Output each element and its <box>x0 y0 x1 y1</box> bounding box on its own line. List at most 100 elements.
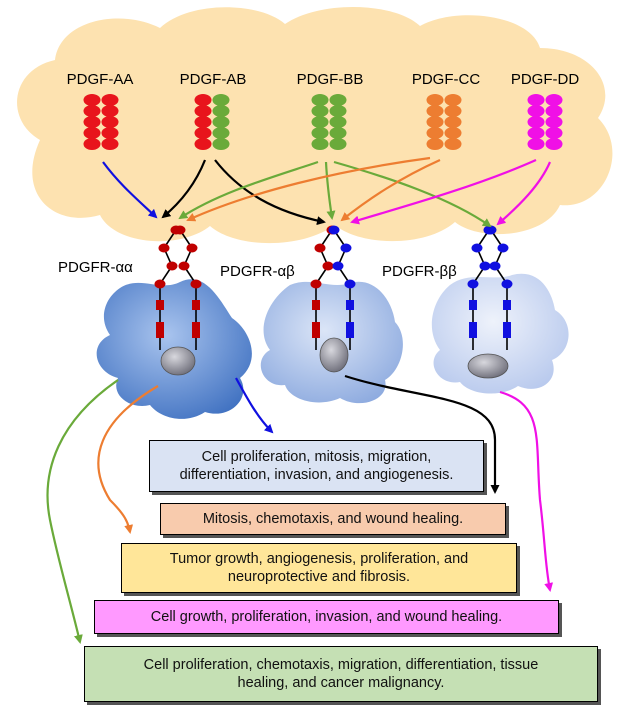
effect-arrows <box>46 374 554 644</box>
cell-pdgfr-bb <box>431 273 569 394</box>
ig-domain <box>154 279 166 289</box>
ig-domain <box>489 261 501 271</box>
ligand-bead <box>329 105 347 117</box>
ligand-bead <box>212 94 230 106</box>
kinase-domain <box>346 300 354 310</box>
ligand-bead <box>426 138 444 150</box>
ig-domain <box>501 279 513 289</box>
kinase-domain <box>503 300 511 310</box>
ligand-bead <box>444 94 462 106</box>
ligand-bead <box>311 105 329 117</box>
ligand-dimer-1 <box>83 94 119 150</box>
ligand-bead <box>527 94 545 106</box>
ligand-bead <box>444 138 462 150</box>
arrow-bb-to-aa <box>178 160 319 220</box>
ligand-bead <box>83 94 101 106</box>
ligand-bead <box>101 94 119 106</box>
kinase-domain <box>156 322 164 338</box>
ig-domain <box>314 243 326 253</box>
ig-domain <box>467 279 479 289</box>
ligand-bead <box>329 127 347 139</box>
kinase-domain <box>503 322 511 338</box>
ligand-dimer-2 <box>194 94 230 150</box>
ligand-bead <box>527 105 545 117</box>
receptor-label-bb: PDGFR-ββ <box>382 263 457 280</box>
ligand-bead <box>212 116 230 128</box>
arrow-bb-to-bb <box>333 160 492 228</box>
ig-domain <box>186 243 198 253</box>
arrow-aa-to-effect-3 <box>97 385 159 534</box>
effect-box-4: Cell growth, proliferation, invasion, an… <box>94 600 559 634</box>
ig-domain <box>174 225 186 235</box>
ligand-label-ab: PDGF-AB <box>180 71 247 88</box>
arrow-aa-to-aa <box>102 161 158 219</box>
ligand-bead <box>329 116 347 128</box>
ligand-bead <box>101 138 119 150</box>
receptor-chain <box>485 225 513 350</box>
ig-domain <box>190 279 202 289</box>
ligand-bead <box>194 127 212 139</box>
arrow-ab-to-aa <box>161 159 207 219</box>
nucleus-aa <box>160 346 196 376</box>
ig-domain <box>322 261 334 271</box>
ligand-bead <box>101 116 119 128</box>
ligand-bead <box>426 105 444 117</box>
binding-arrows <box>102 156 552 228</box>
ligand-bead <box>83 116 101 128</box>
arrow-dd-to-ab <box>350 158 537 225</box>
receptor-label-aa: PDGFR-αα <box>58 259 133 276</box>
ig-domain <box>328 225 340 235</box>
ig-domain <box>471 243 483 253</box>
ligand-bead <box>212 138 230 150</box>
arrow-ab-to-ab <box>214 159 326 226</box>
effect-box-5: Cell proliferation, chemotaxis, migratio… <box>84 646 598 702</box>
ig-domain <box>479 261 491 271</box>
kinase-domain <box>346 322 354 338</box>
ligand-bead <box>527 116 545 128</box>
ig-domain <box>344 279 356 289</box>
receptor-chains <box>154 225 513 350</box>
ig-domain <box>332 261 344 271</box>
ligand-bead <box>83 127 101 139</box>
ligand-bead <box>426 94 444 106</box>
ligand-bead <box>212 127 230 139</box>
ligand-bead <box>194 116 212 128</box>
ligand-bead <box>311 138 329 150</box>
ligand-bead <box>194 94 212 106</box>
effect-box-2: Mitosis, chemotaxis, and wound healing. <box>160 503 506 535</box>
effect-box-1: Cell proliferation, mitosis, migration, … <box>149 440 484 492</box>
arrow-cc-to-ab <box>340 158 441 222</box>
ligand-label-bb: PDGF-BB <box>297 71 364 88</box>
ligand-bead <box>444 127 462 139</box>
receptor-chain <box>310 225 338 350</box>
kinase-domain <box>312 300 320 310</box>
ig-domain <box>166 261 178 271</box>
ligand-dimers <box>83 94 563 150</box>
ligand-dimer-4 <box>426 94 462 150</box>
ligand-label-cc: PDGF-CC <box>412 71 480 88</box>
ligand-bead <box>83 105 101 117</box>
arrow-dd-to-bb <box>496 161 552 226</box>
kinase-domain <box>192 300 200 310</box>
receptor-label-ab: PDGFR-αβ <box>220 263 295 280</box>
kinase-domain <box>469 300 477 310</box>
kinase-domain <box>312 322 320 338</box>
ligand-bead <box>212 105 230 117</box>
ligand-bead <box>545 138 563 150</box>
kinase-domain <box>469 322 477 338</box>
kinase-domain <box>192 322 200 338</box>
ligand-bead <box>527 127 545 139</box>
ligand-label-aa: PDGF-AA <box>67 71 134 88</box>
ligand-bead <box>444 105 462 117</box>
ig-domain <box>340 243 352 253</box>
arrow-aa-to-effect-1 <box>235 377 274 434</box>
effect-box-3: Tumor growth, angiogenesis, proliferatio… <box>121 543 517 593</box>
ig-domain <box>485 225 497 235</box>
receptor-chain <box>174 225 202 350</box>
ligand-bead <box>545 105 563 117</box>
ligand-bead <box>311 116 329 128</box>
ig-domain <box>178 261 190 271</box>
ligand-bead <box>527 138 545 150</box>
ligand-dimer-5 <box>527 94 563 150</box>
